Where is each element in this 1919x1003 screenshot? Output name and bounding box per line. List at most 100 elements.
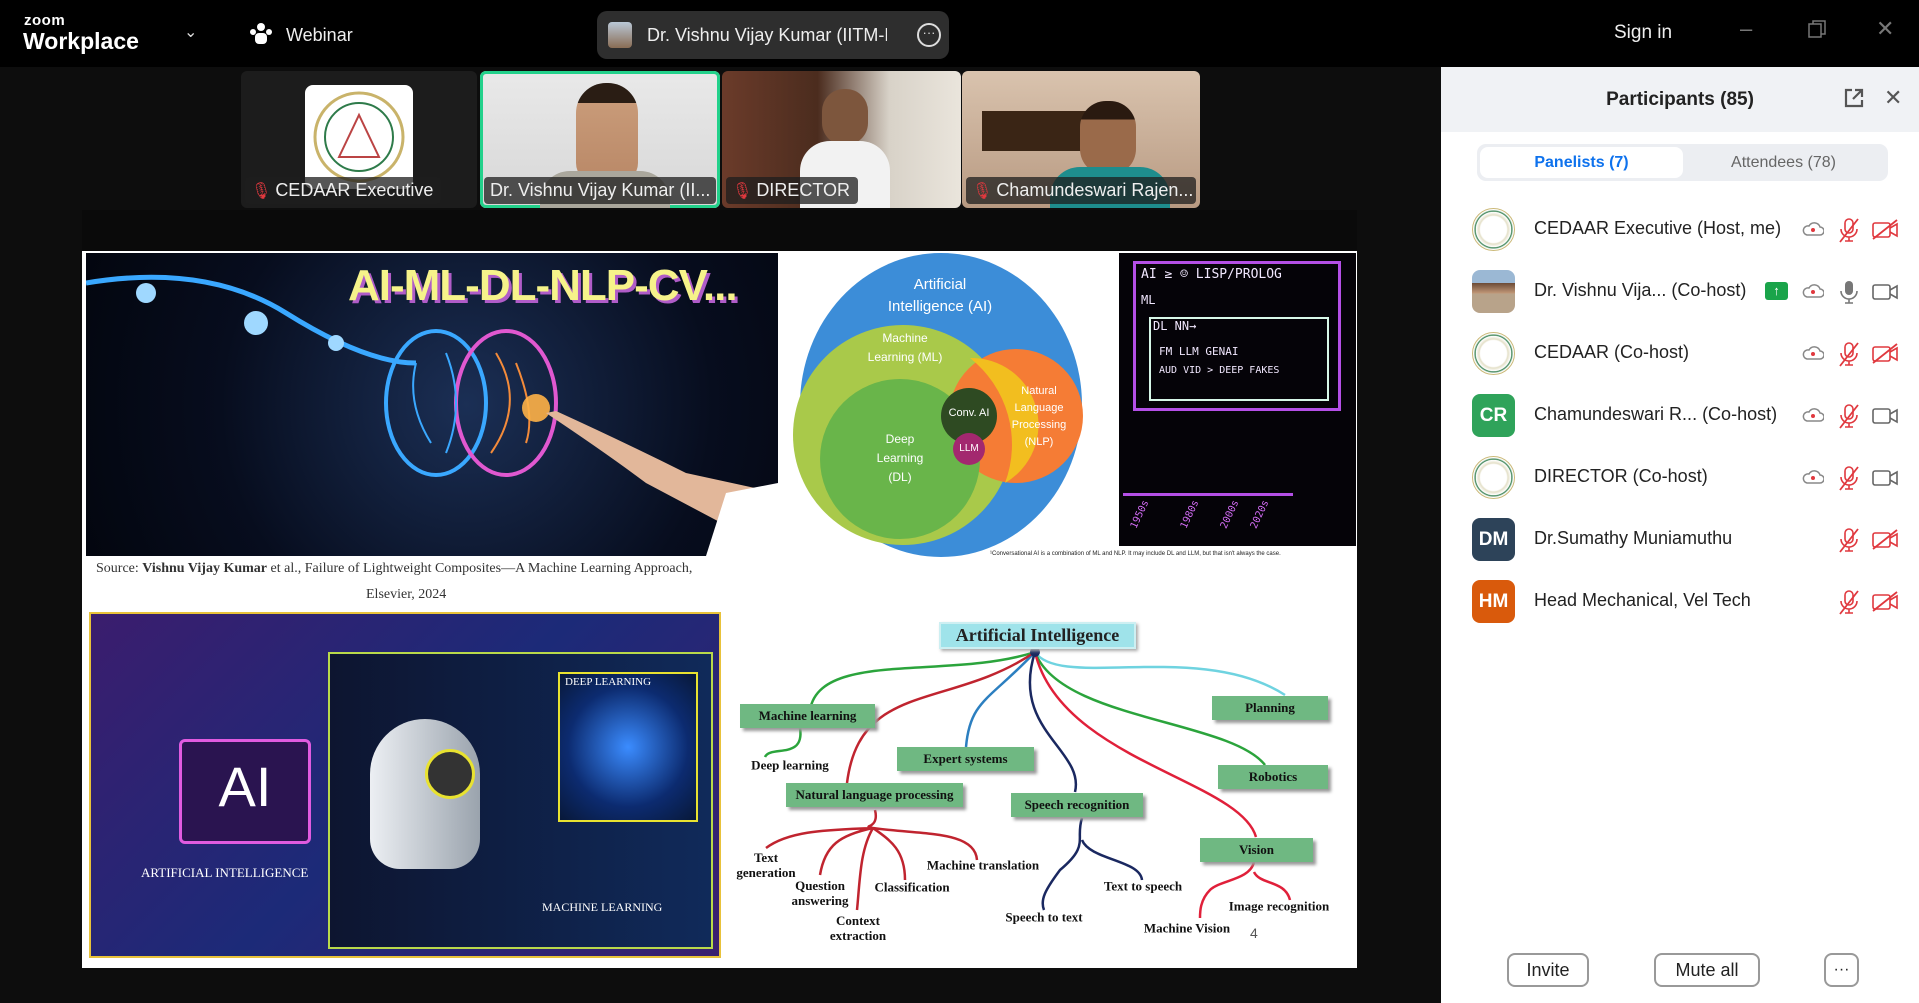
tile-name-label: 🎙︎CEDAAR Executive [245, 177, 442, 204]
avatar [1472, 270, 1515, 313]
whiteboard-image: AI ≥ ☺ LISP/PROLOG ML DL NN→ FM LLM GENA… [1119, 253, 1356, 546]
more-options-button[interactable]: ··· [1824, 953, 1859, 987]
mindmap-node-expert-systems: Expert systems [897, 747, 1034, 771]
ai-caption: ARTIFICIAL INTELLIGENCE [141, 865, 309, 880]
participant-name: Chamundeswari R... (Co-host) [1534, 404, 1778, 424]
venn-dl-circle [820, 379, 980, 539]
participant-row[interactable]: CEDAAR (Co-host) [1441, 325, 1919, 381]
mic-muted-icon[interactable] [1837, 527, 1861, 558]
participant-name: DIRECTOR (Co-host) [1534, 466, 1708, 486]
venn-ai-label: Artificial Intelligence (AI) [887, 276, 993, 315]
mindmap-leaf: Deep learning [751, 757, 829, 773]
video-icon[interactable] [1871, 280, 1899, 307]
video-tile-cedaar[interactable]: 🎙︎CEDAAR Executive [241, 71, 477, 208]
mic-muted-icon[interactable] [1837, 465, 1861, 496]
mindmap-root: Artificial Intelligence [939, 622, 1136, 649]
participant-row[interactable]: CEDAAR Executive (Host, me) [1441, 201, 1919, 257]
webinar-icon [249, 22, 273, 51]
mindmap-node-speech: Speech recognition [1011, 793, 1143, 817]
ai-venn-diagram [793, 253, 1083, 557]
mic-muted-icon[interactable] [1837, 403, 1861, 434]
participants-panel: Participants (85) ✕ Panelists (7) Attend… [1441, 67, 1919, 1003]
restore-icon[interactable] [1808, 18, 1826, 44]
invite-button[interactable]: Invite [1507, 953, 1589, 987]
ai-ml-dl-image: AI ARTIFICIAL INTELLIGENCE DEEP LEARNING… [89, 612, 721, 958]
cloud-recording-icon [1802, 469, 1825, 490]
mindmap-leaf: Context extraction [829, 913, 887, 943]
mindmap-leaf: Text generation [736, 850, 796, 880]
director-video [822, 89, 868, 145]
title-bar [0, 0, 1919, 67]
video-tile-director[interactable]: 🎙︎DIRECTOR [722, 71, 961, 208]
venn-conv-ai-label: Conv. AI [948, 407, 990, 419]
speaker-video [576, 83, 638, 183]
cloud-recording-icon [1802, 283, 1825, 304]
video-off-icon[interactable] [1871, 590, 1899, 617]
speaker-name: Dr. Vishnu Vijay Kumar (IITM-NU: [647, 25, 887, 45]
robot-eye [425, 749, 475, 799]
more-icon[interactable]: ··· [917, 23, 941, 47]
mic-muted-icon: 🎙︎ [251, 183, 272, 200]
mindmap-leaf: Image recognition [1228, 898, 1330, 914]
venn-llm-circle [953, 433, 985, 465]
participant-tabs: Panelists (7) Attendees (78) [1477, 144, 1888, 181]
chamundeswari-video [1080, 101, 1136, 175]
mic-muted-icon[interactable] [1837, 217, 1861, 248]
brand-zoom: zoom [24, 12, 66, 29]
webinar-label: Webinar [286, 25, 353, 45]
cedaar-seal-logo [305, 85, 413, 189]
deep-learning-inset [558, 672, 698, 822]
mindmap-node-robotics: Robotics [1218, 765, 1328, 789]
tile-name-label: Dr. Vishnu Vijay Kumar (II... [484, 177, 716, 204]
tab-attendees[interactable]: Attendees (78) [1731, 154, 1836, 171]
ai-banner-image: AI-ML-DL-NLP-CV... [86, 253, 778, 556]
video-icon[interactable] [1871, 466, 1899, 493]
video-icon[interactable] [1871, 404, 1899, 431]
whiteboard-text: DL NN→ [1153, 319, 1197, 333]
active-speaker-pill[interactable]: Dr. Vishnu Vijay Kumar (IITM-NU: ··· [597, 11, 949, 59]
participant-name: CEDAAR (Co-host) [1534, 342, 1690, 362]
sign-in-link[interactable]: Sign in [1614, 22, 1673, 43]
video-tile-vishnu[interactable]: Dr. Vishnu Vijay Kumar (II... [480, 71, 720, 208]
mindmap-node-ml: Machine learning [740, 704, 875, 728]
mindmap-leaf: Question answering [791, 878, 849, 908]
speaker-avatar [608, 22, 632, 48]
tab-panelists[interactable]: Panelists (7) [1480, 147, 1683, 178]
video-off-icon[interactable] [1871, 528, 1899, 555]
ai-chip [179, 739, 311, 844]
close-window-icon[interactable]: ✕ [1876, 16, 1895, 41]
pop-out-icon[interactable] [1843, 87, 1865, 114]
avatar-seal [1472, 332, 1515, 375]
video-off-icon[interactable] [1871, 342, 1899, 369]
video-off-icon[interactable] [1871, 218, 1899, 245]
timeline-year: 1950s [1128, 498, 1152, 531]
mindmap-leaf: Speech to text [1005, 909, 1083, 925]
mic-icon[interactable] [1837, 279, 1861, 310]
mic-muted-icon: 🎙︎ [732, 183, 753, 200]
mindmap-leaf: Machine Vision [1143, 920, 1231, 936]
chevron-down-icon[interactable]: ⌄ [184, 24, 198, 41]
minimize-icon[interactable]: – [1740, 16, 1753, 41]
participant-row[interactable]: DIRECTOR (Co-host) [1441, 449, 1919, 505]
ml-caption: MACHINE LEARNING [542, 900, 663, 914]
avatar-seal [1472, 456, 1515, 499]
mic-muted-icon[interactable] [1837, 589, 1861, 620]
tile-name-label: 🎙︎DIRECTOR [726, 177, 858, 204]
video-tile-chamundeswari[interactable]: 🎙︎Chamundeswari Rajen... [962, 71, 1200, 208]
ai-chip-label: AI [218, 755, 272, 818]
mute-all-button[interactable]: Mute all [1654, 953, 1760, 987]
mic-muted-icon[interactable] [1837, 341, 1861, 372]
participant-row[interactable]: Dr. Vishnu Vija... (Co-host)↑ [1441, 263, 1919, 319]
venn-dl-label: Deep Learning (DL) [876, 432, 924, 484]
close-panel-icon[interactable]: ✕ [1884, 85, 1903, 110]
whiteboard-text: FM LLM GENAI [1159, 345, 1239, 358]
slide-page-number: 4 [1250, 925, 1258, 941]
venn-footnote: ¹Conversational AI is a combination of M… [990, 551, 1281, 557]
whiteboard-text: AI ≥ ☺ LISP/PROLOG [1141, 267, 1282, 282]
timeline-year: 2000s [1218, 498, 1242, 531]
cloud-recording-icon [1802, 407, 1825, 428]
mic-muted-icon: 🎙︎ [972, 183, 993, 200]
